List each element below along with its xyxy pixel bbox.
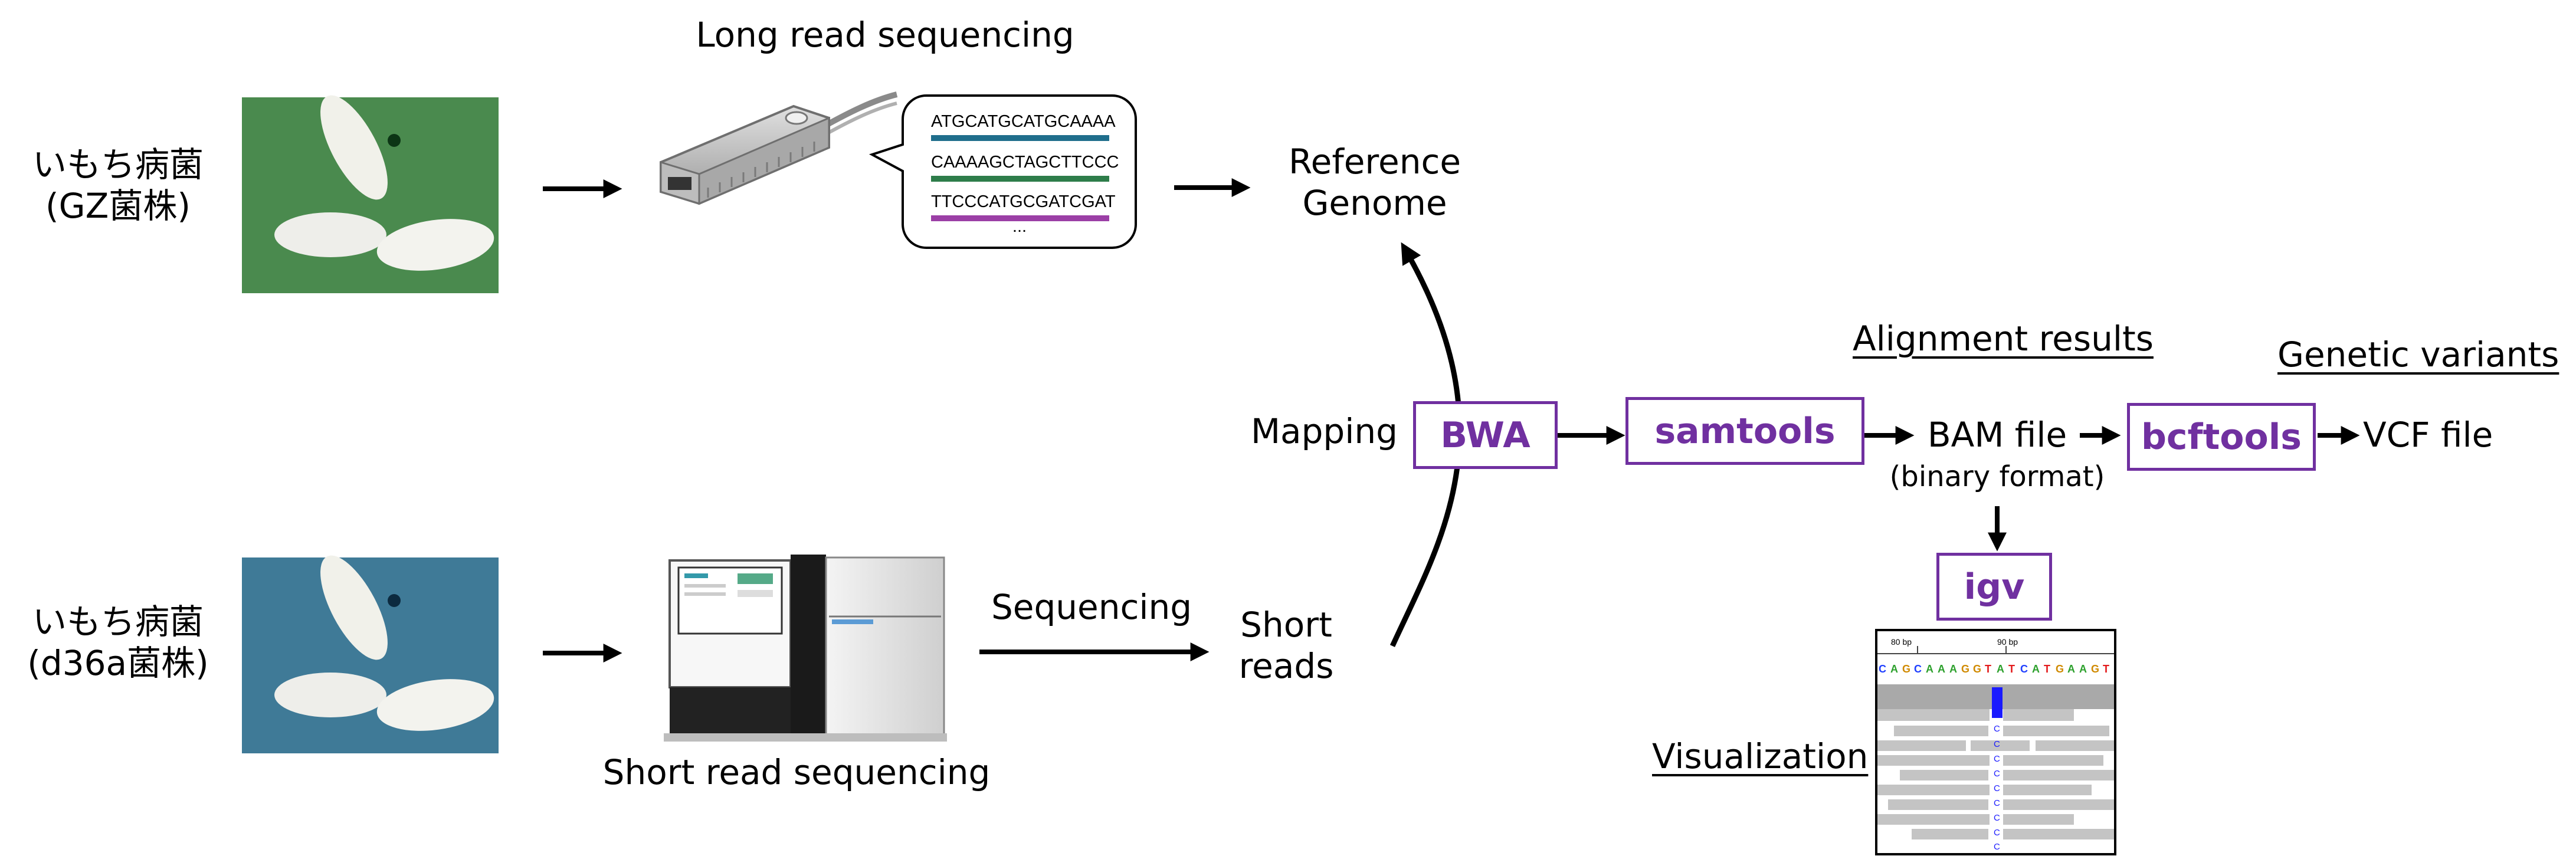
strain-d36a-label: いもち病菌 (d36a菌株): [18, 602, 218, 684]
mapping-label: Mapping: [1251, 411, 1398, 451]
strain-gz-id: (GZ菌株): [45, 185, 191, 226]
long-read-ellipsis: ...: [1012, 217, 1027, 236]
igv-base: A: [1949, 663, 1957, 675]
igv-base: T: [1985, 663, 1991, 675]
igv-variant-base: C: [1994, 739, 2000, 749]
igv-base: A: [1938, 663, 1945, 675]
igv-base: T: [2008, 663, 2015, 675]
igv-variant-marker: [1992, 687, 2003, 718]
reference-line1: Reference: [1288, 142, 1461, 182]
long-read-3: TTCCCATGCGATCGAT: [931, 192, 1116, 211]
strain-d36a-id: (d36a菌株): [27, 642, 209, 683]
visualization-label: Visualization: [1652, 736, 1869, 776]
igv-variant-base: C: [1994, 754, 2000, 764]
short-reads-line2: reads: [1238, 645, 1334, 686]
igv-base: G: [1902, 663, 1910, 675]
igv-base: A: [2079, 663, 2087, 675]
igv-base: A: [2032, 663, 2040, 675]
long-reads-bubble: [869, 94, 1137, 249]
bwa-tool-box: BWA: [1413, 401, 1558, 469]
samtools-tool-box: samtools: [1625, 397, 1864, 465]
long-read-1: ATGCATGCATGCAAAA: [931, 112, 1116, 131]
long-read-sequencer-image: [660, 91, 898, 205]
igv-variant-base: C: [1994, 724, 2000, 734]
reference-genome-label: Reference Genome: [1269, 142, 1481, 224]
igv-base: C: [1879, 663, 1886, 675]
igv-base: A: [1997, 663, 2004, 675]
igv-ruler-left: 80 bp: [1891, 637, 1912, 647]
igv-base: A: [2067, 663, 2075, 675]
igv-tool-box: igv: [1936, 553, 2052, 621]
igv-base: C: [1914, 663, 1922, 675]
igv-variant-base: C: [1994, 828, 2000, 838]
igv-variant-base: C: [1994, 783, 2000, 793]
igv-base: C: [2020, 663, 2028, 675]
mapping-curve-arrow: [1389, 242, 1463, 647]
igv-base: G: [1961, 663, 1969, 675]
strain-d36a-name: いもち病菌: [32, 602, 204, 642]
igv-base: G: [1973, 663, 1981, 675]
strain-gz-name: いもち病菌: [32, 145, 204, 185]
long-read-sequencing-title: Long read sequencing: [696, 15, 1074, 55]
genetic-variants-heading: Genetic variants: [2277, 334, 2559, 375]
bam-format-note: (binary format): [1889, 460, 2105, 493]
igv-base: A: [1890, 663, 1898, 675]
gz-conidia-image: [242, 95, 499, 293]
igv-variant-base: C: [1994, 813, 2000, 823]
igv-base: A: [1926, 663, 1933, 675]
reference-line2: Genome: [1302, 182, 1447, 223]
alignment-results-heading: Alignment results: [1853, 319, 2154, 359]
igv-base: G: [2056, 663, 2064, 675]
short-reads-label: Short reads: [1227, 605, 1345, 687]
bcftools-tool-box: bcftools: [2127, 403, 2316, 471]
igv-variant-base: C: [1994, 769, 2000, 779]
strain-gz-label: いもち病菌 (GZ菌株): [18, 145, 218, 227]
sequencing-label: Sequencing: [991, 587, 1192, 627]
igv-base: G: [2091, 663, 2099, 675]
bam-file-label: BAM file: [1927, 415, 2067, 455]
igv-base: T: [2044, 663, 2050, 675]
short-reads-line1: Short: [1240, 605, 1332, 645]
igv-base: T: [2103, 663, 2109, 675]
vcf-file-label: VCF file: [2363, 415, 2493, 455]
short-read-sequencer-image: [664, 555, 947, 742]
long-read-2: CAAAAGCTAGCTTCCC: [931, 153, 1119, 172]
igv-variant-base: C: [1994, 798, 2000, 808]
igv-ruler-right: 90 bp: [1997, 637, 2018, 647]
d36a-conidia-image: [242, 555, 499, 753]
short-read-sequencing-caption: Short read sequencing: [602, 752, 991, 792]
igv-variant-base: C: [1994, 842, 2000, 852]
